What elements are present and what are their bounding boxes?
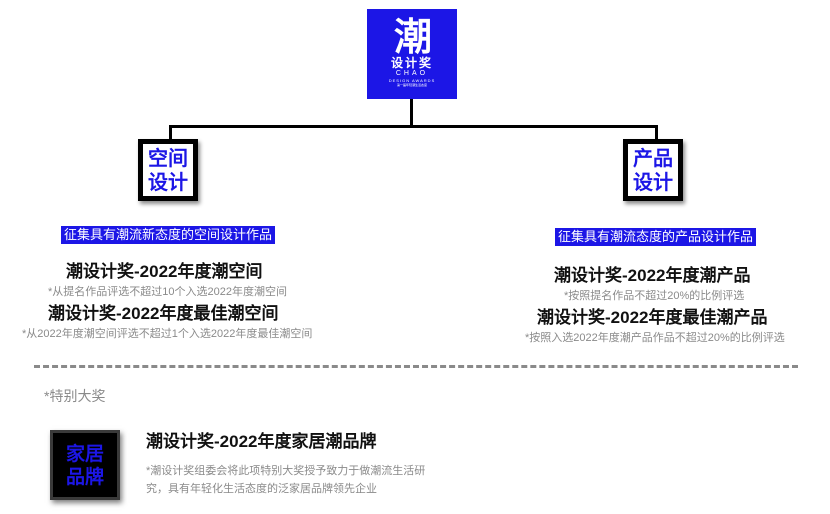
award-space-note: *从提名作品评选不超过10个入选2022年度潮空间 — [48, 286, 287, 298]
product-tagline: 征集具有潮流态度的产品设计作品 — [555, 228, 757, 246]
chao-design-awards-logo: 潮 设计奖 CHAO DESIGN AWARDS 第一届年轻潮生活态度 — [367, 9, 457, 99]
connector-left-drop — [169, 125, 172, 139]
logo-mark: 潮 — [393, 15, 432, 59]
category-space-line1: 空间 — [148, 148, 188, 170]
award-product-title: 潮设计奖-2022年度潮产品 — [554, 266, 751, 285]
award-space-title: 潮设计奖-2022年度潮空间 — [66, 262, 263, 281]
award-best-space-note: *从2022年度潮空间评选不超过1个入选2022年度最佳潮空间 — [22, 328, 313, 340]
home-brand-line1: 家居 — [65, 444, 104, 465]
category-product-line2: 设计 — [633, 172, 673, 194]
logo-subtitle: 第一届年轻潮生活态度 — [396, 83, 427, 87]
category-space-design: 空间 设计 — [138, 139, 198, 201]
special-award-title: 潮设计奖-2022年度家居潮品牌 — [146, 432, 377, 451]
award-best-product-title: 潮设计奖-2022年度最佳潮产品 — [537, 308, 768, 327]
award-product-note: *按照提名作品不超过20%的比例评选 — [564, 290, 745, 302]
award-best-space-title: 潮设计奖-2022年度最佳潮空间 — [48, 304, 279, 323]
category-product-line1: 产品 — [633, 148, 673, 170]
category-product-design: 产品 设计 — [623, 139, 683, 201]
logo-en-line1: CHAO — [395, 70, 429, 77]
home-brand-line2: 品牌 — [65, 467, 104, 488]
logo-title: 设计奖 — [390, 56, 433, 70]
section-divider — [34, 365, 798, 368]
category-space-line2: 设计 — [148, 172, 188, 194]
logo-en-line2: DESIGN AWARDS — [388, 78, 436, 83]
connector-horizontal-bar — [169, 125, 658, 128]
home-brand-box: 家居 品牌 — [50, 430, 120, 500]
special-award-label: *特别大奖 — [44, 388, 106, 404]
connector-vertical-trunk — [410, 99, 413, 127]
connector-right-drop — [655, 125, 658, 139]
special-award-desc: *潮设计奖组委会将此项特别大奖授予致力于做潮流生活研究，具有年轻化生活态度的泛家… — [146, 465, 426, 495]
space-tagline: 征集具有潮流新态度的空间设计作品 — [61, 226, 276, 244]
award-best-product-note: *按照入选2022年度潮产品作品不超过20%的比例评选 — [525, 332, 785, 344]
